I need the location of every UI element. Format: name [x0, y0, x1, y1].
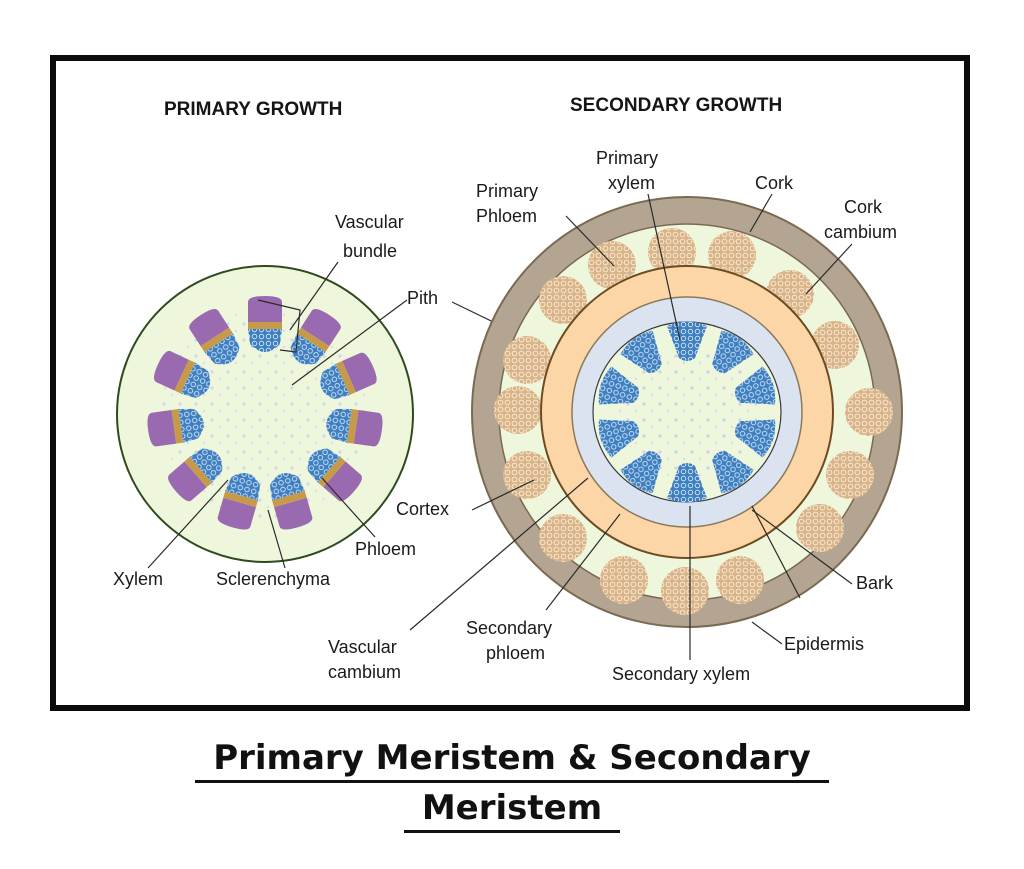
- stem-cross-section-diagram: PRIMARY GROWTH SECONDARY GROWTH: [113, 95, 903, 684]
- vascular-bundle: [147, 408, 204, 447]
- vascular-cambium-label-line1: Vascular: [328, 637, 397, 657]
- primary-xylem-label-line2: xylem: [608, 173, 655, 193]
- vascular-bundle-leader: [289, 261, 339, 331]
- vascular-bundle: [326, 408, 383, 447]
- phloem-label: Phloem: [355, 539, 416, 559]
- primary-stem: [116, 265, 414, 563]
- vascular-bundle: [217, 473, 261, 530]
- vascular-bundle-label-line2: bundle: [343, 241, 397, 261]
- sclerenchyma-label: Sclerenchyma: [216, 569, 331, 589]
- primary-xylem-leader: [647, 193, 681, 341]
- bark-label: Bark: [856, 573, 894, 593]
- secondary-xylem-label: Secondary xylem: [612, 664, 750, 684]
- cork-cambium-leader: [805, 243, 853, 295]
- bark-leader: [751, 509, 853, 585]
- cork-leader: [749, 193, 773, 233]
- caption: Primary Meristem & Secondary Meristem: [0, 733, 1024, 833]
- cortex-leader: [471, 479, 535, 511]
- primary-xylem-wedges: [598, 321, 776, 503]
- xylem-leader: [147, 479, 229, 569]
- phloem-leader: [321, 477, 376, 538]
- vascular-cambium-label-line2: cambium: [328, 662, 401, 682]
- secondary-phloem-leader: [545, 513, 621, 611]
- diagram-frame: PRIMARY GROWTH SECONDARY GROWTH: [50, 55, 970, 711]
- secondary-pith-dots: [617, 346, 757, 478]
- epidermis-leader: [751, 621, 783, 645]
- vascular-bundle-label-line1: Vascular: [335, 212, 404, 232]
- vascular-cambium-leader: [409, 477, 589, 631]
- vascular-bundle: [189, 309, 240, 365]
- vascular-bundle: [307, 448, 362, 502]
- vascular-bundle-bracket: [257, 299, 301, 353]
- pith-label: Pith: [407, 288, 438, 308]
- vascular-bundle: [248, 296, 282, 352]
- secondary-phloem-label-line1: Secondary: [466, 618, 552, 638]
- vascular-bundle: [154, 350, 211, 399]
- primary-phloem-patches: [494, 228, 893, 615]
- secondary-phloem-label-line2: phloem: [486, 643, 545, 663]
- pith-leader-primary: [291, 299, 408, 386]
- bark-span-line: [751, 505, 801, 599]
- cork-label: Cork: [755, 173, 794, 193]
- caption-line1: Primary Meristem & Secondary: [195, 736, 829, 783]
- vascular-bundle: [320, 352, 377, 400]
- primary-xylem-label-line1: Primary: [596, 148, 658, 168]
- cortex-label: Cortex: [396, 499, 449, 519]
- sclerenchyma-leader: [267, 509, 286, 569]
- vascular-bundle: [290, 309, 341, 365]
- primary-phloem-leader: [565, 215, 615, 267]
- epidermis-label: Epidermis: [784, 634, 864, 654]
- vascular-bundle: [168, 448, 223, 502]
- primary-phloem-label-line2: Phloem: [476, 206, 537, 226]
- xylem-label: Xylem: [113, 569, 163, 589]
- primary-phloem-label-line1: Primary: [476, 181, 538, 201]
- cork-cambium-label-line1: Cork: [844, 197, 883, 217]
- secondary-stem: [471, 196, 903, 628]
- primary-growth-heading: PRIMARY GROWTH: [164, 99, 342, 120]
- secondary-growth-heading: SECONDARY GROWTH: [570, 95, 782, 116]
- vascular-bundles: [147, 296, 383, 530]
- vascular-bundle: [269, 473, 313, 530]
- caption-line2: Meristem: [403, 786, 621, 833]
- cork-cambium-label-line2: cambium: [824, 222, 897, 242]
